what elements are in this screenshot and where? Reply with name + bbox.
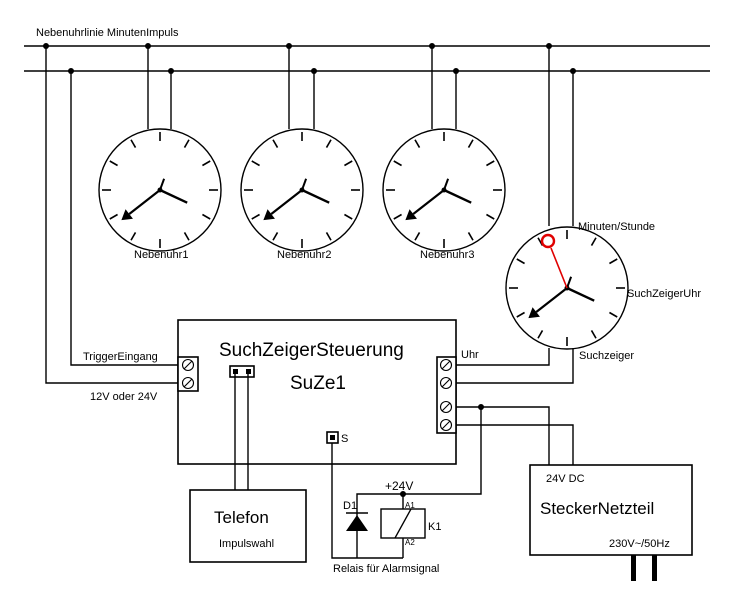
steckernetzteil-box [529, 464, 693, 556]
uhr-terminal-block [436, 356, 457, 434]
bus-junctions [43, 43, 576, 74]
wire-trigger [70, 71, 178, 366]
uhr-label: Uhr [461, 349, 479, 361]
wire-voltage-in [45, 46, 178, 384]
wire-diode-top [356, 493, 404, 509]
controller-subtitle: SuZe1 [290, 373, 346, 394]
nebenuhr3-clock-icon [382, 128, 506, 252]
a2-label: A2 [405, 538, 415, 547]
plug-pins-icon [631, 555, 657, 581]
suchzeiger-label: Suchzeiger [579, 350, 634, 362]
clock3-label: Nebenuhr3 [420, 249, 474, 261]
diode-d1-icon [346, 500, 368, 540]
clock-feed-lines [147, 46, 574, 226]
netzteil-ac-label: 230V~/50Hz [609, 538, 670, 550]
wire-s-relay [331, 443, 403, 559]
telefon-terminal [229, 365, 255, 378]
netzteil-title: SteckerNetzteil [540, 499, 654, 518]
wire-power-1 [456, 406, 550, 465]
clock1-label: Nebenuhr1 [134, 249, 188, 261]
trigger-terminal-block [177, 356, 199, 392]
telefon-box [189, 489, 307, 563]
bus-title: Nebenuhrlinie MinutenImpuls [36, 27, 179, 39]
nebenuhr1-clock-icon [98, 128, 222, 252]
k1-label: K1 [428, 521, 441, 533]
a1-label: A1 [405, 501, 415, 510]
suchzeigeruhr-clock-icon [505, 226, 629, 350]
relais-label: Relais für Alarmsignal [333, 563, 439, 575]
telefon-subtitle: Impulswahl [219, 538, 274, 550]
minuten-stunde-label: Minuten/Stunde [578, 221, 655, 233]
controller-title: SuchZeigerSteuerung [219, 340, 404, 361]
d1-label: D1 [343, 500, 357, 512]
s-terminal-label: S [341, 433, 348, 445]
clock2-label: Nebenuhr2 [277, 249, 331, 261]
trigger-label: TriggerEingang [83, 351, 158, 363]
wire-plus24 [403, 407, 482, 495]
voltage-label: 12V oder 24V [90, 391, 158, 403]
wire-uhr-2 [456, 348, 574, 384]
plus24-label: +24V [385, 479, 413, 493]
s-terminal [326, 431, 339, 444]
suze1-controller-box [177, 319, 457, 465]
telefon-title: Telefon [214, 508, 269, 527]
relay-k1-icon [380, 508, 426, 558]
wire-power-2 [456, 424, 574, 465]
netzteil-dc-label: 24V DC [546, 473, 585, 485]
wire-uhr-1 [456, 348, 550, 366]
suchzeigeruhr-label: SuchZeigerUhr [627, 288, 701, 300]
nebenuhr2-clock-icon [240, 128, 364, 252]
